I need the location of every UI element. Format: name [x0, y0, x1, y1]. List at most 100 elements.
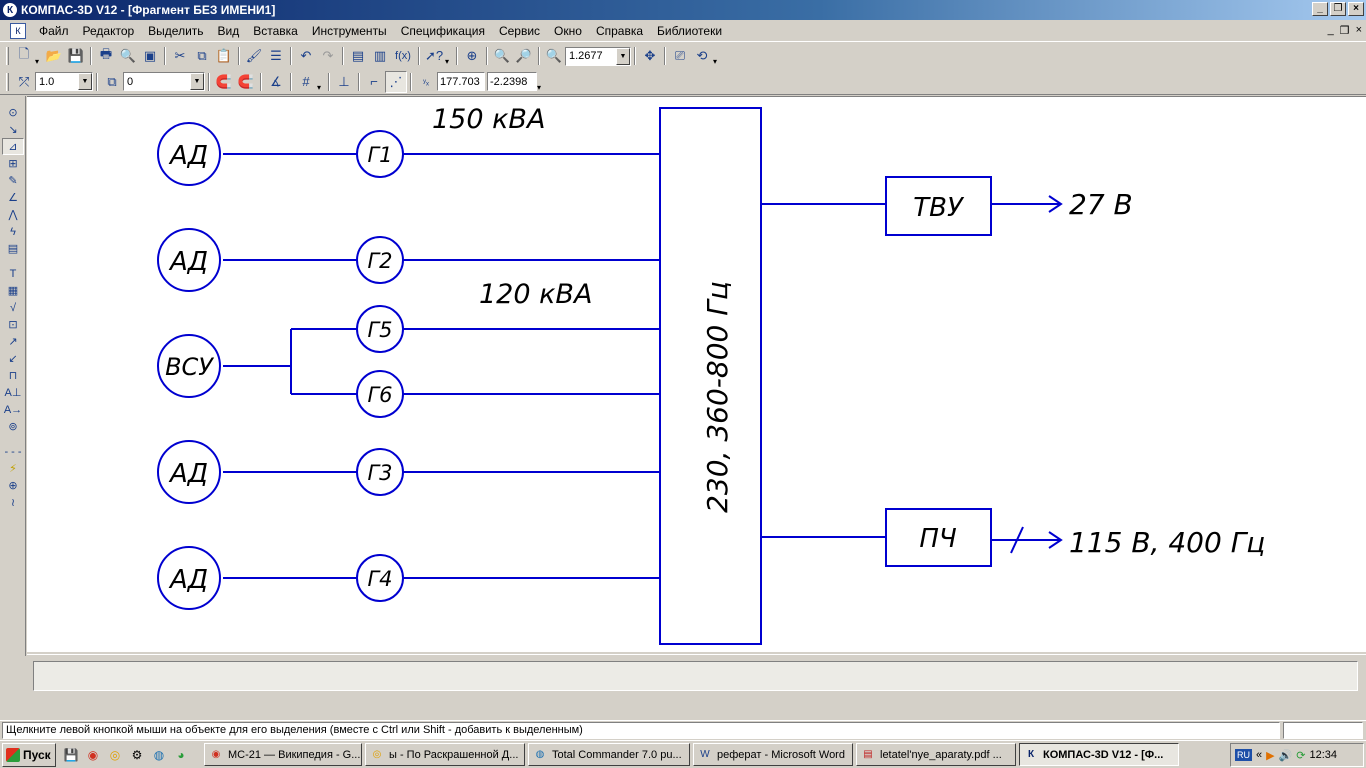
new-dropdown-arrow[interactable]: ▾ [35, 57, 40, 66]
media-player-icon[interactable]: ▶ [1266, 749, 1275, 762]
ortho-mode-icon[interactable]: ⌐ [370, 74, 378, 89]
menu-help[interactable]: Справка [595, 23, 644, 38]
print-preview-icon[interactable]: 🔍 [119, 48, 137, 63]
properties-panel-area[interactable] [33, 661, 1358, 691]
reports-icon[interactable]: ▤ [7, 243, 19, 255]
start-button[interactable]: Пуск [2, 742, 56, 767]
task-kompas[interactable]: К КОМПАС-3D V12 - [Ф... [1019, 743, 1179, 766]
drawing-canvas[interactable]: 230, 360-800 Гц АД АД ВСУ АД АД Г1 [27, 96, 1366, 652]
document-icon[interactable]: К [10, 22, 26, 39]
local-cs-icon[interactable]: ⊥ [338, 73, 350, 89]
round-coords-icon[interactable]: ⋰ [385, 70, 407, 93]
wave-icon[interactable]: ⊚ [8, 421, 18, 433]
variables-icon[interactable]: ▥ [373, 48, 387, 63]
menu-select[interactable]: Выделить [148, 23, 204, 38]
manager-icon[interactable]: ▤ [351, 48, 365, 63]
task-word[interactable]: W реферат - Microsoft Word [693, 743, 853, 766]
axis-line-icon[interactable]: - - - [4, 445, 22, 458]
step-combo[interactable]: 1.0 ▼ [35, 72, 93, 91]
snap-magnet-icon[interactable]: 🧲 [215, 73, 233, 89]
menu-libraries[interactable]: Библиотеки [657, 23, 723, 38]
zoom-window-icon[interactable]: ⊕ [466, 48, 478, 63]
lightning-icon[interactable]: ⚡ [9, 463, 17, 475]
grid-dropdown-arrow[interactable]: ▾ [317, 82, 322, 92]
new-document-icon[interactable]: 🗋 [18, 46, 30, 61]
wavy-line-icon[interactable]: ≀ [10, 497, 16, 509]
toolbar-more-arrow-3[interactable]: ▾ [537, 82, 542, 92]
clock[interactable]: 12:34 [1309, 749, 1338, 761]
position-icon[interactable]: ↙ [8, 353, 18, 365]
task-yandex[interactable]: ◎ ы - По Раскрашенной Д... [365, 743, 525, 766]
volume-icon[interactable]: 🔊 [1278, 749, 1293, 762]
edit-icon[interactable]: ⊞ [8, 158, 18, 170]
task-total-commander[interactable]: ◍ Total Commander 7.0 pu... [528, 743, 690, 766]
zoom-scale-icon[interactable]: 🔍 [545, 48, 563, 63]
print-icon[interactable]: 🖶 [99, 46, 113, 61]
coord-y-field[interactable]: -2.2398 [487, 72, 537, 91]
step-cursor-icon[interactable]: ⤱ [18, 73, 30, 89]
chevron-down-icon[interactable]: ▼ [190, 73, 204, 90]
kompas-app-icon[interactable]: К [2, 2, 18, 18]
zoom-in-icon[interactable]: 🔍 [493, 48, 511, 63]
chevron-down-icon[interactable]: ▼ [78, 73, 92, 90]
pan-icon[interactable]: ✥ [644, 48, 656, 63]
menu-editor[interactable]: Редактор [82, 23, 135, 38]
dimensions-icon[interactable]: ↘ [8, 124, 18, 136]
copy-properties-icon[interactable]: 🖌 [245, 48, 263, 63]
select-icon[interactable]: ⋀ [8, 209, 18, 221]
fx-button[interactable]: f(x) [395, 50, 411, 62]
menu-tools[interactable]: Инструменты [311, 23, 387, 38]
update-icon[interactable]: ⟳ [1296, 749, 1306, 762]
toolbar-grip[interactable] [6, 47, 9, 65]
export-icon[interactable]: ▣ [143, 48, 157, 63]
zoom-out-icon[interactable]: 🔎 [515, 48, 533, 63]
refresh-icon[interactable]: ⟲ [696, 48, 708, 63]
close-button[interactable]: × [1348, 2, 1364, 16]
rebuild-icon[interactable]: ⎚ [674, 48, 686, 63]
view-arrow-icon[interactable]: ⊓ [8, 370, 18, 382]
layer-combo[interactable]: 0 ▼ [123, 72, 205, 91]
restore-button[interactable]: ❐ [1330, 2, 1346, 16]
toolbar-more-arrow-2[interactable]: ▾ [713, 57, 718, 66]
menu-specification[interactable]: Спецификация [400, 23, 485, 38]
cursor-coords-icon[interactable]: ʸₓ [423, 76, 429, 87]
toolbar-more-arrow[interactable]: ▾ [445, 57, 450, 66]
total-commander-icon[interactable]: ◍ [153, 747, 165, 762]
coord-x-field[interactable]: 177.703 [437, 72, 485, 91]
symbols-icon[interactable]: ⊿ [2, 138, 24, 155]
roughness-icon[interactable]: √ [9, 301, 17, 314]
text-icon[interactable]: T [9, 267, 17, 280]
help-pointer-icon[interactable]: ➚? [424, 48, 444, 63]
center-mark-icon[interactable]: ⊕ [8, 480, 18, 492]
leader-icon[interactable]: ↗ [8, 336, 18, 348]
utorrent-icon[interactable]: ◕ [177, 747, 185, 762]
language-indicator[interactable]: RU [1235, 749, 1252, 761]
layers-icon[interactable]: ⧉ [107, 73, 117, 89]
snap-local-icon[interactable]: 🧲 [237, 73, 255, 89]
yandex-icon[interactable]: ◎ [109, 747, 121, 762]
menu-insert[interactable]: Вставка [253, 23, 298, 38]
open-folder-icon[interactable]: 📂 [45, 48, 63, 63]
geometry-icon[interactable]: ⊙ [8, 107, 18, 119]
toolbar-grip-2[interactable] [6, 72, 9, 91]
menu-view[interactable]: Вид [217, 23, 240, 38]
doc-close-button[interactable]: × [1355, 24, 1362, 36]
grid-icon[interactable]: # [302, 74, 310, 89]
doc-minimize-button[interactable]: _ [1327, 24, 1334, 36]
cut-icon[interactable]: ✂ [174, 48, 186, 63]
tray-expand-icon[interactable]: « [1256, 749, 1263, 761]
redo-icon[interactable]: ↷ [322, 48, 334, 63]
orthogonal-icon[interactable]: ∡ [270, 73, 282, 89]
copy-icon[interactable]: ⧉ [197, 48, 207, 63]
parametrization-icon[interactable]: ✎ [8, 175, 18, 187]
chrome-icon[interactable]: ◉ [87, 747, 99, 762]
menu-service[interactable]: Сервис [498, 23, 541, 38]
zoom-combo[interactable]: 1.2677 ▼ [565, 46, 631, 66]
arrow-view-icon[interactable]: A→ [3, 403, 23, 416]
table-icon[interactable]: ▦ [7, 285, 19, 297]
menu-window[interactable]: Окно [554, 23, 582, 38]
base-icon[interactable]: ⊡ [8, 319, 18, 331]
spec-icon[interactable]: ϟ [10, 225, 16, 238]
properties-icon[interactable]: ☰ [270, 48, 282, 63]
cut-line-icon[interactable]: A⊥ [4, 387, 22, 399]
